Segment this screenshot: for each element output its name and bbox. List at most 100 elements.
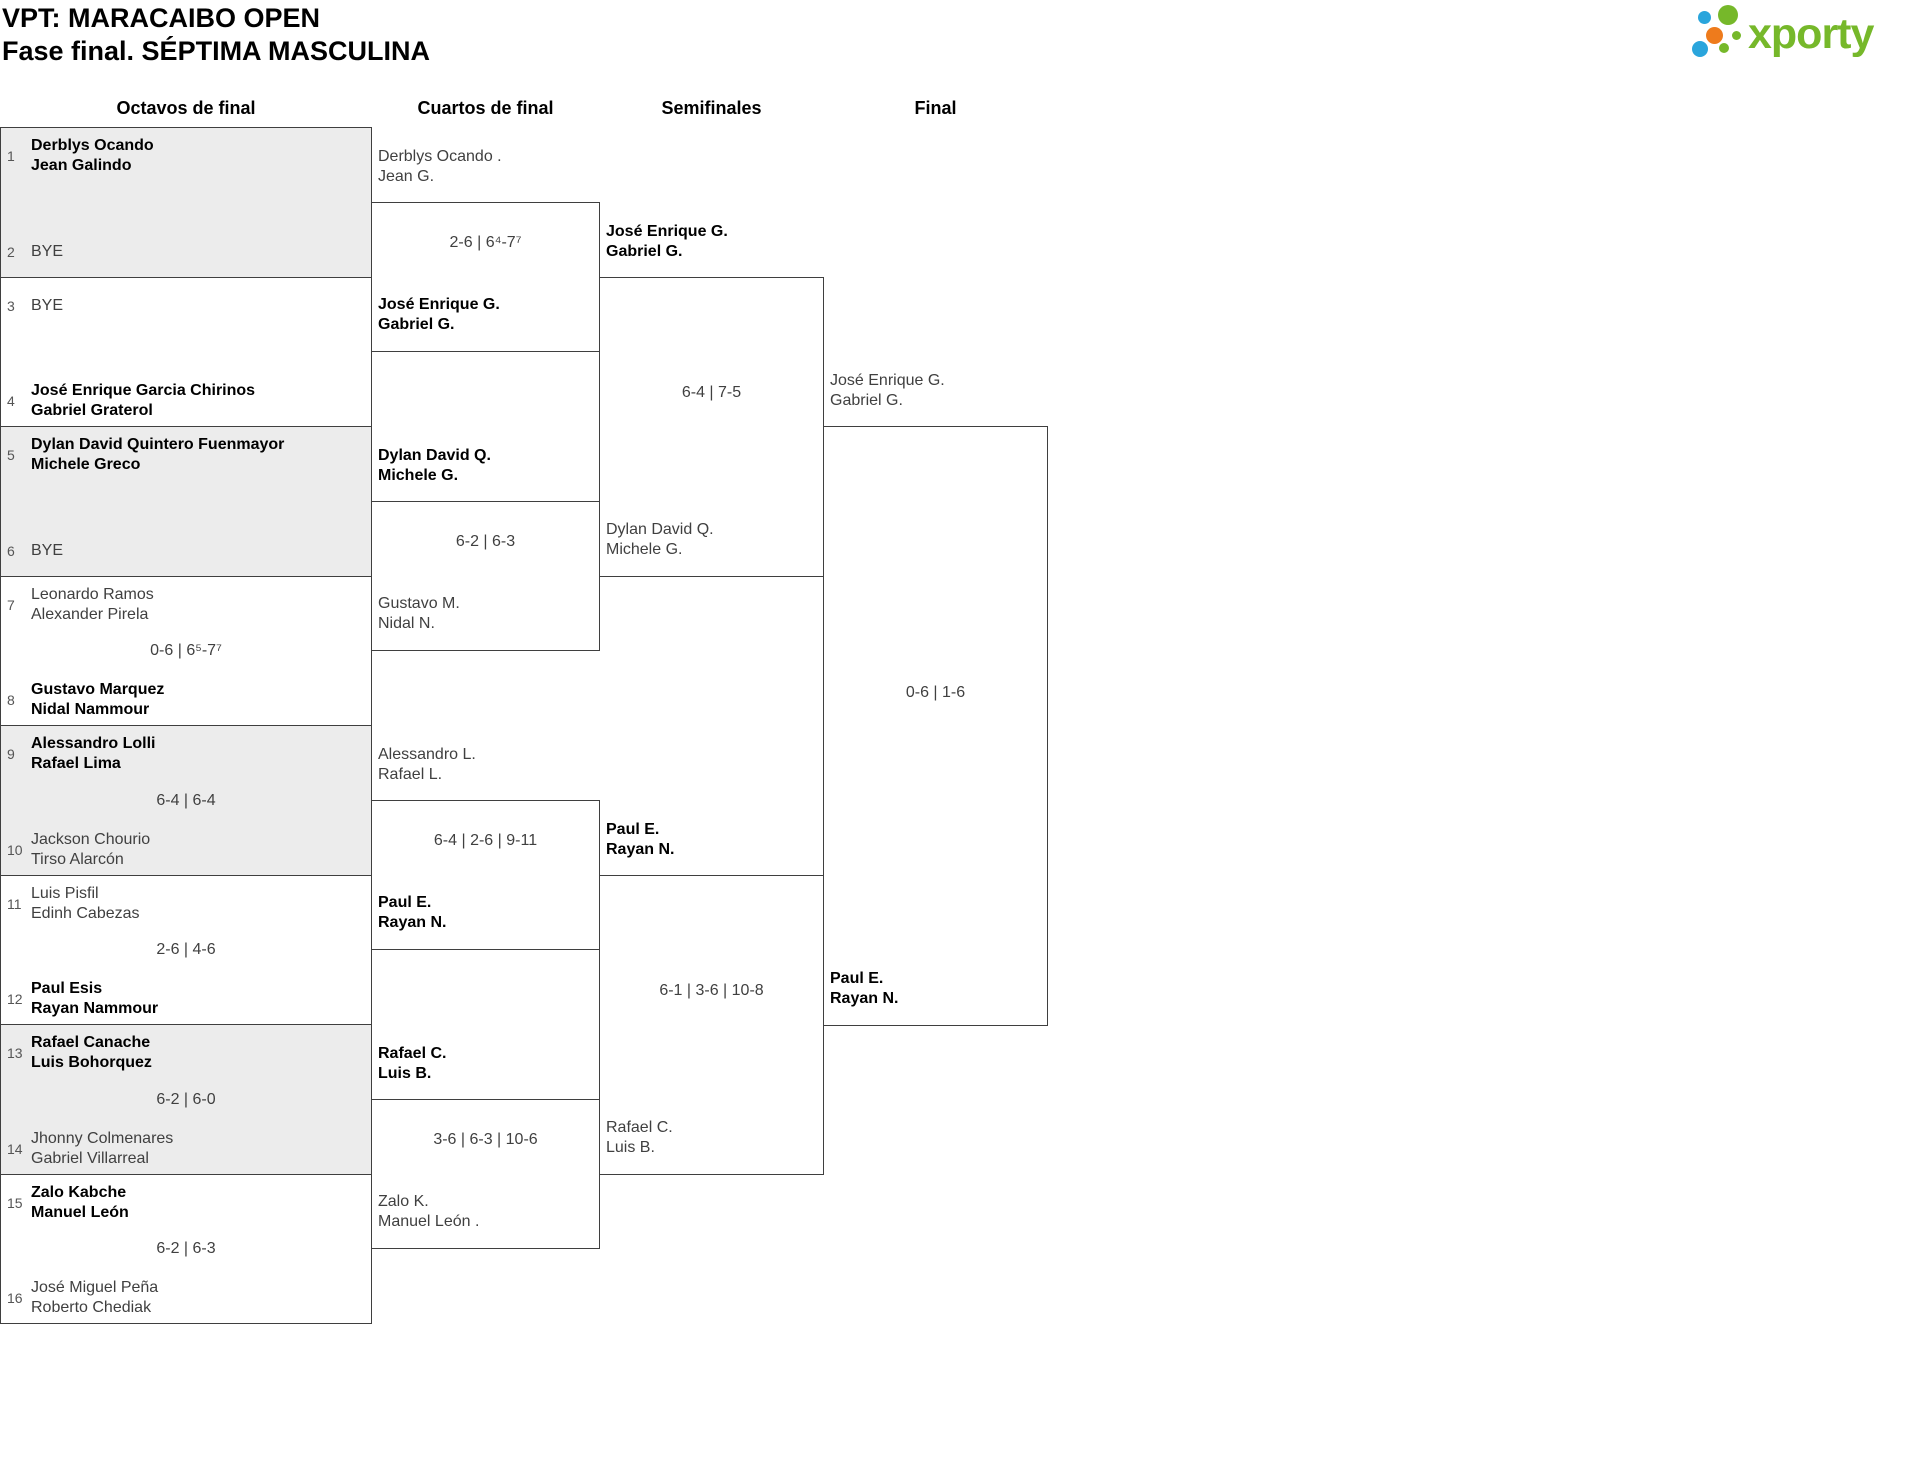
match-score: 6-4 | 2-6 | 9-11 [433,832,538,849]
team-top: Zalo Kabche Manuel León [31,1183,363,1222]
player-name: Gabriel G. [606,242,683,260]
player-name: José Enrique G. [606,223,728,240]
player-name: Rayan N. [378,913,447,931]
match-score [1,342,371,362]
player-name: Jackson Chourio [31,831,151,848]
logo-dot-icon [1719,43,1729,53]
round-header-final: Final [914,98,957,118]
seed-number: 5 [7,446,15,463]
match-score: 6-1 | 3-6 | 10-8 [659,982,764,999]
match-octavos-3: 5 Dylan David Quintero Fuenmayor Michele… [0,426,372,577]
match-octavos-8: 15 Zalo Kabche Manuel León 6-2 | 6-3 16 … [0,1174,372,1324]
player-name: BYE [31,296,64,314]
logo-dot-icon [1692,41,1708,57]
match-octavos-4: 7 Leonardo Ramos Alexander Pirela 0-6 | … [0,576,372,726]
player-name: Jean G. [378,167,435,185]
player-name: Luis B. [378,1064,432,1082]
seed-number: 1 [7,147,15,164]
team-top: Rafael Canache Luis Bohorquez [31,1033,363,1072]
logo-dot-icon [1718,5,1738,25]
player-name: Paul Esis [31,980,103,997]
player-name: Nidal Nammour [31,700,150,718]
player-name: Gustavo M. [378,595,460,612]
team-bottom: José Miguel Peña Roberto Chediak [31,1278,363,1317]
team-top: Derblys Ocando Jean Galindo [31,136,363,175]
seed-number: 15 [7,1194,23,1211]
seed-number: 2 [7,243,15,260]
player-name: Tirso Alarcón [31,850,124,868]
xporty-logo[interactable]: xporty [1686,0,1912,70]
player-name: Dylan David Quintero Fuenmayor [31,436,285,453]
player-name: Gabriel G. [378,315,455,333]
seed-number: 8 [7,691,15,708]
player-name: Edinh Cabezas [31,904,140,922]
round-header-cuartos: Cuartos de final [417,98,554,118]
player-name: BYE [31,242,64,260]
participant-top: Derblys Ocando . Jean G. [378,147,593,186]
match-cuartos-1: Derblys Ocando . Jean G. 2-6 | 6⁴-7⁷ Jos… [371,148,600,352]
player-name: Jhonny Colmenares [31,1130,174,1147]
logo-wordmark: xporty [1748,10,1874,58]
match-cuartos-3: Alessandro L. Rafael L. 6-4 | 2-6 | 9-11… [371,746,600,950]
player-name: José Enrique Garcia Chirinos [31,382,256,399]
match-score: 6-2 | 6-3 [455,533,516,550]
player-name: BYE [31,541,64,559]
player-name: Alexander Pirela [31,605,149,623]
seed-number: 11 [7,895,22,912]
player-name: Michele G. [378,466,459,484]
player-name: Luis Bohorquez [31,1053,152,1071]
team-bottom: Gustavo Marquez Nidal Nammour [31,680,363,719]
player-name: Gustavo Marquez [31,681,165,698]
player-name: Luis B. [606,1138,655,1156]
team-bottom: BYE [31,232,363,271]
match-semifinal-1: José Enrique G. Gabriel G. 6-4 | 7-5 Dyl… [599,223,824,577]
player-name: Paul E. [606,821,660,838]
participant-top: José Enrique G. Gabriel G. [830,371,1045,410]
logo-dot-icon [1732,31,1741,40]
player-name: Rafael L. [378,765,443,783]
team-bottom: BYE [31,531,363,570]
match-score: 3-6 | 6-3 | 10-6 [433,1131,538,1148]
team-top: BYE [31,286,363,325]
participant-top: José Enrique G. Gabriel G. [606,222,821,261]
match-score: 6-2 | 6-0 [156,1090,216,1108]
player-name: Zalo K. [378,1193,429,1210]
match-final: José Enrique G. Gabriel G. 0-6 | 1-6 Pau… [823,372,1048,1026]
match-score: 6-2 | 6-3 [156,1240,216,1257]
team-bottom: Jackson Chourio Tirso Alarcón [31,830,363,869]
participant-top: Rafael C. Luis B. [378,1044,593,1083]
seed-number: 14 [7,1140,23,1157]
participant-bottom: Gustavo M. Nidal N. [378,594,593,633]
match-cuartos-2: Dylan David Q. Michele G. 6-2 | 6-3 Gust… [371,447,600,651]
team-top: Luis Pisfil Edinh Cabezas [31,884,363,923]
match-octavos-2: 3 BYE 4 José Enrique Garcia Chirinos Gab… [0,277,372,427]
match-score: 6-4 | 7-5 [681,384,742,401]
player-name: Gabriel Villarreal [31,1149,149,1167]
participant-top: Paul E. Rayan N. [606,820,821,859]
player-name: Paul E. [378,894,432,911]
page-title: VPT: MARACAIBO OPEN Fase final. SÉPTIMA … [2,2,430,68]
participant-top: Dylan David Q. Michele G. [378,446,593,485]
player-name: Nidal N. [378,614,435,632]
match-score [1,193,371,213]
match-score [1,492,371,512]
player-name: Manuel León . [378,1212,480,1230]
match-score: 2-6 | 6⁴-7⁷ [449,234,522,251]
player-name: Dylan David Q. [378,447,491,464]
participant-top: Alessandro L. Rafael L. [378,745,593,784]
team-bottom: José Enrique Garcia Chirinos Gabriel Gra… [31,381,363,420]
participant-bottom: Paul E. Rayan N. [830,969,1045,1008]
player-name: Derblys Ocando [31,137,154,154]
participant-bottom: Zalo K. Manuel León . [378,1192,593,1231]
player-name: José Miguel Peña [31,1279,159,1296]
match-score: 0-6 | 6⁵-7⁷ [150,642,222,659]
player-name: Michele G. [606,540,683,558]
participant-bottom: Paul E. Rayan N. [378,893,593,932]
logo-dot-icon [1706,27,1723,44]
team-top: Alessandro Lolli Rafael Lima [31,734,363,773]
player-name: Luis Pisfil [31,885,99,902]
team-top: Leonardo Ramos Alexander Pirela [31,585,363,624]
seed-number: 3 [7,297,15,314]
team-top: Dylan David Quintero Fuenmayor Michele G… [31,435,363,474]
player-name: Rayan Nammour [31,999,159,1017]
